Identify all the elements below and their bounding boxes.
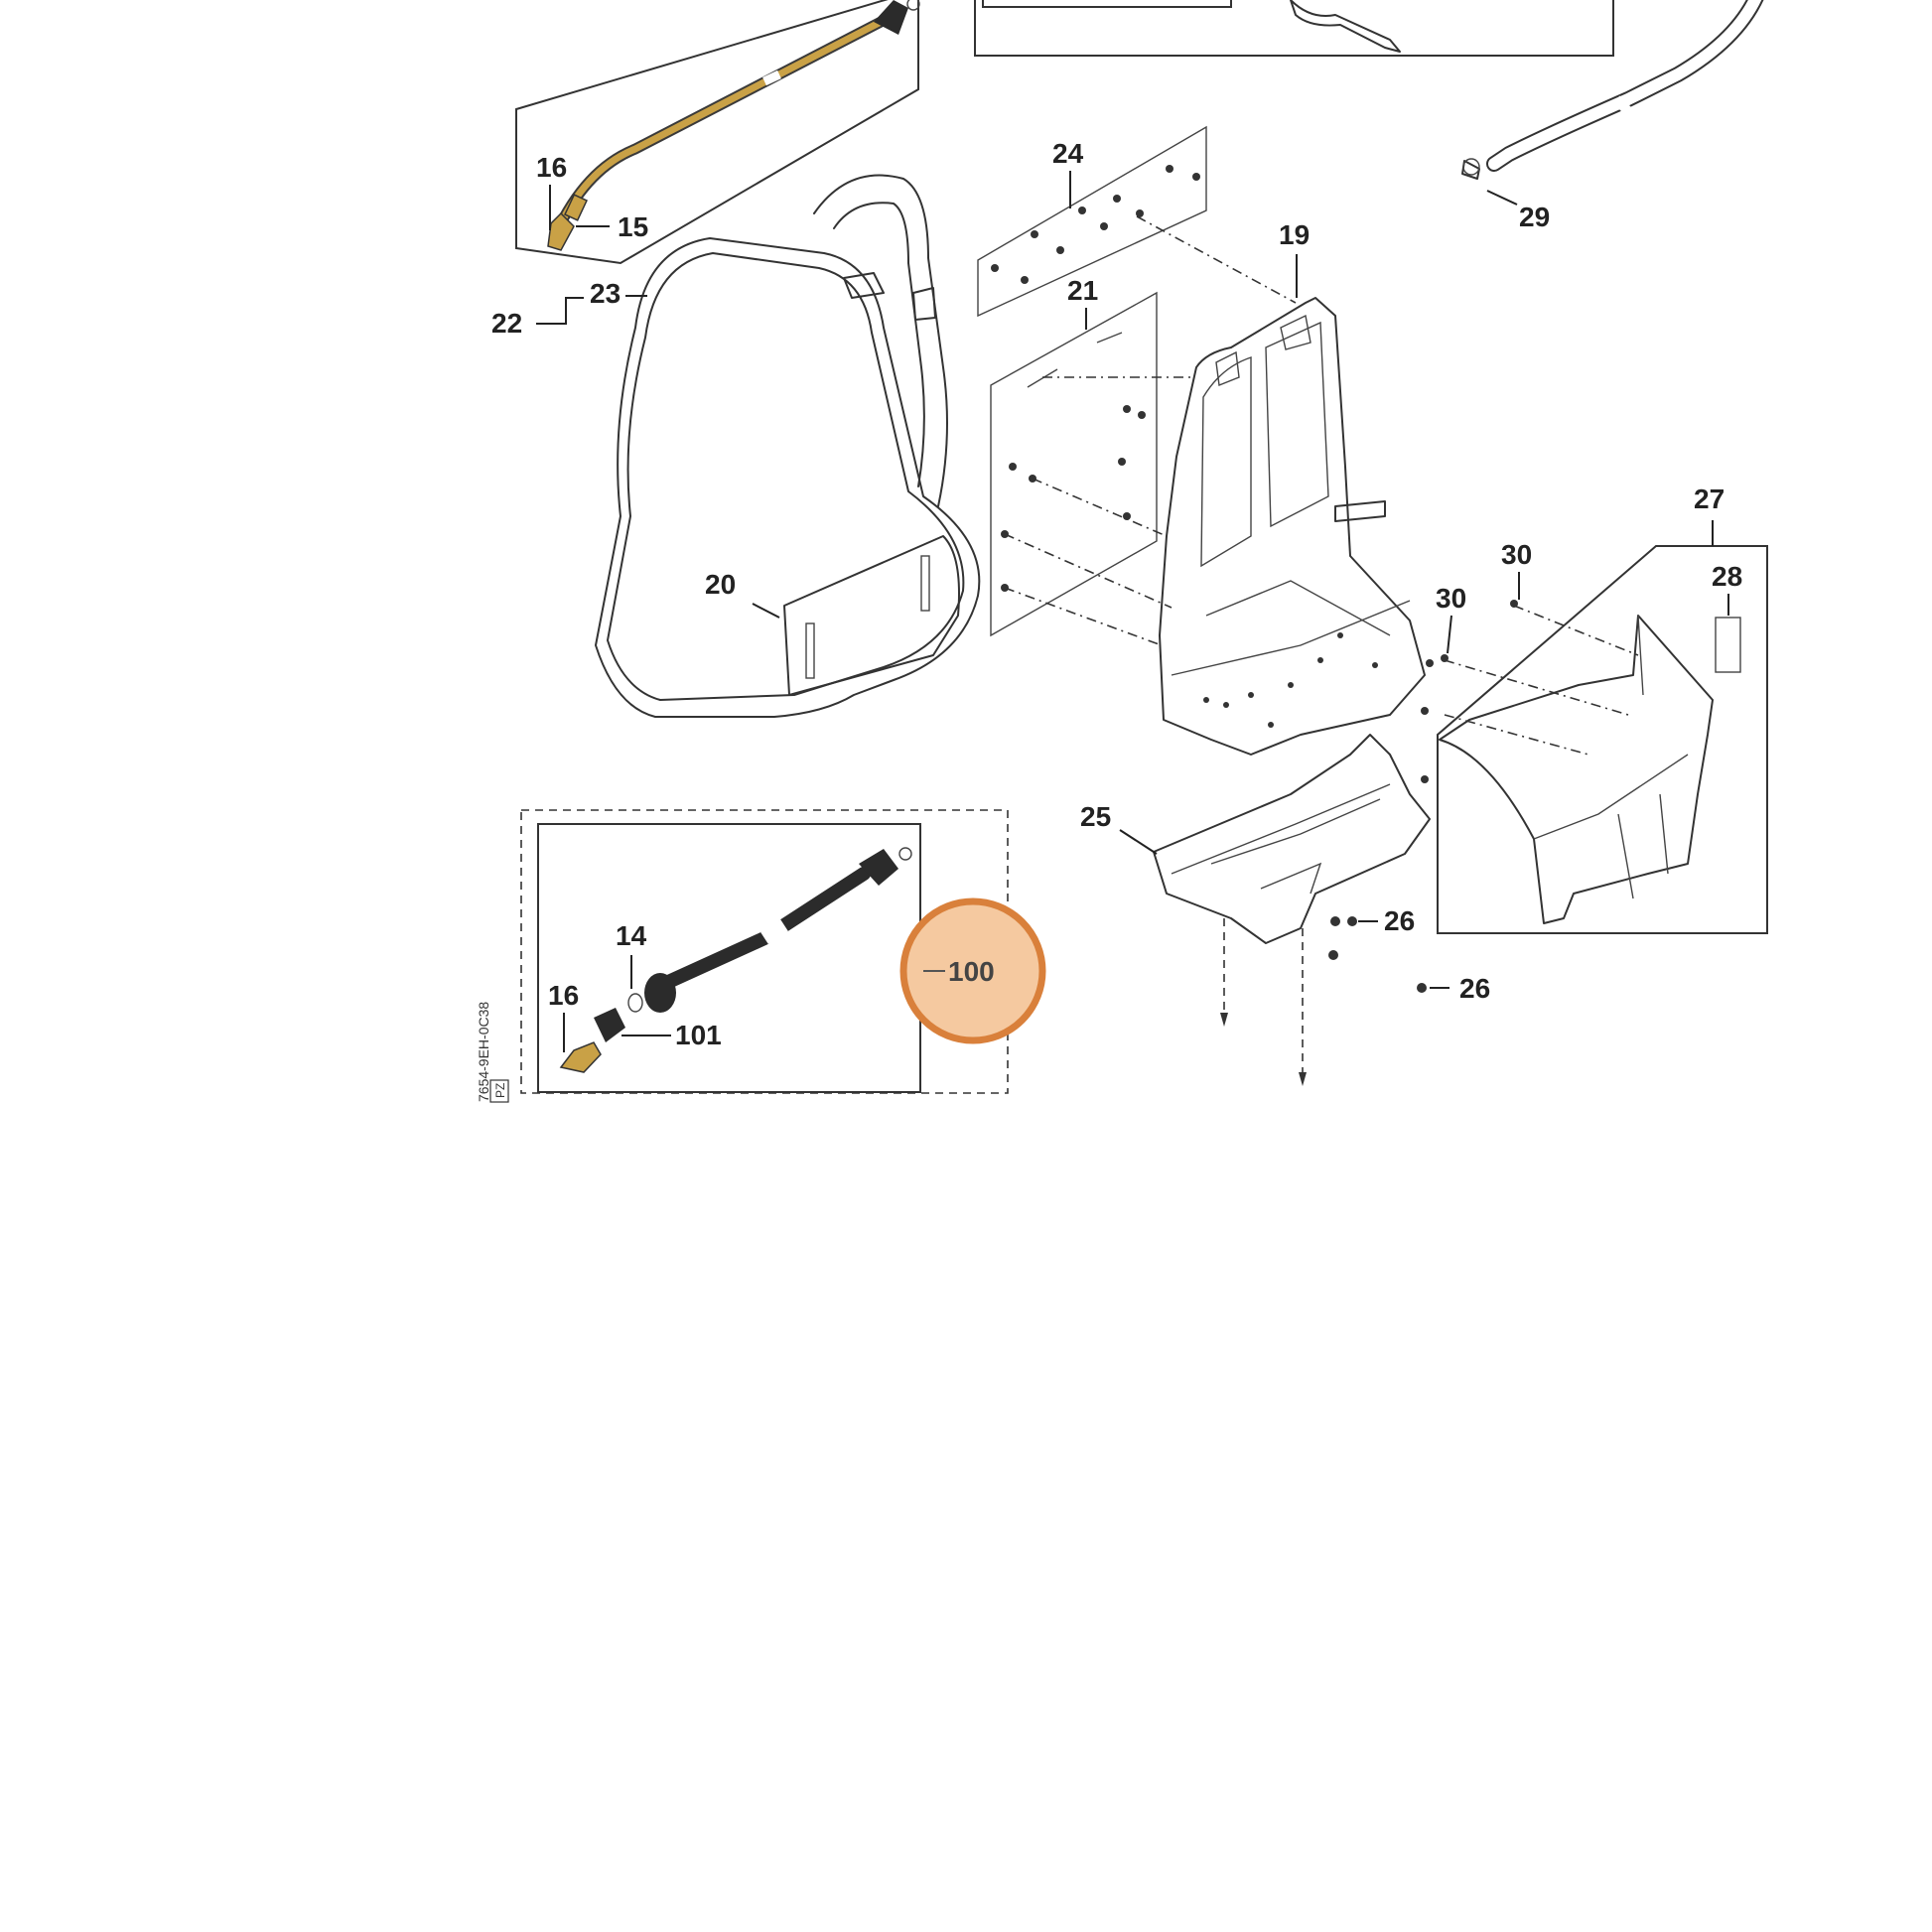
svg-text:24: 24 xyxy=(1052,138,1084,169)
callout-26-a: 26 xyxy=(1328,905,1415,960)
callout-23: 23 xyxy=(590,278,647,309)
svg-text:26: 26 xyxy=(1384,905,1415,936)
callout-28: 28 xyxy=(1712,561,1742,616)
svg-text:23: 23 xyxy=(590,278,621,309)
callout-15: 15 xyxy=(576,211,648,242)
svg-text:25: 25 xyxy=(1080,801,1111,832)
backpack-frame-19 xyxy=(1136,215,1426,756)
callout-16-top: 16 xyxy=(536,152,567,230)
callout-22: 22 xyxy=(491,297,584,339)
callout-26-b: 26 xyxy=(1417,973,1490,1004)
callout-100-highlight[interactable]: 100 xyxy=(899,897,1046,1044)
kit-box-100 xyxy=(520,809,1009,1094)
svg-text:30: 30 xyxy=(1436,583,1466,614)
callout-27: 27 xyxy=(1694,483,1725,546)
svg-text:29: 29 xyxy=(1519,202,1550,232)
base-tray-25 xyxy=(1153,734,1431,1086)
callout-25: 25 xyxy=(1080,801,1158,855)
svg-text:101: 101 xyxy=(675,1020,722,1050)
svg-text:21: 21 xyxy=(1067,275,1098,306)
svg-text:PZ: PZ xyxy=(493,1083,507,1098)
svg-text:22: 22 xyxy=(491,308,522,339)
screw-panel-21 xyxy=(990,291,1191,646)
screw-kit-panel-24 xyxy=(977,125,1207,318)
cover-assembly-box-27 xyxy=(1421,545,1768,934)
lance-assembly-box xyxy=(515,0,920,265)
svg-text:16: 16 xyxy=(548,980,579,1011)
callout-16-bottom: 16 xyxy=(548,980,579,1052)
svg-text:30: 30 xyxy=(1501,539,1532,570)
callout-101: 101 xyxy=(621,1020,722,1050)
callout-19: 19 xyxy=(1279,219,1310,298)
callout-30-a: 30 xyxy=(1501,539,1532,600)
callout-21: 21 xyxy=(1067,275,1098,330)
callout-20: 20 xyxy=(705,569,780,619)
svg-text:14: 14 xyxy=(616,920,647,951)
svg-text:19: 19 xyxy=(1279,219,1310,250)
callout-30-b: 30 xyxy=(1436,583,1466,654)
svg-text:7654-9EH-0C38: 7654-9EH-0C38 xyxy=(476,1002,491,1102)
svg-text:15: 15 xyxy=(618,211,648,242)
svg-text:20: 20 xyxy=(705,569,736,600)
svg-text:27: 27 xyxy=(1694,483,1725,514)
backpack-tank xyxy=(595,174,981,718)
svg-text:26: 26 xyxy=(1459,973,1490,1004)
svg-text:28: 28 xyxy=(1712,561,1742,592)
drawing-code: 7654-9EH-0C38 PZ xyxy=(476,1002,509,1103)
callout-29: 29 xyxy=(1486,190,1550,232)
hose xyxy=(1461,0,1764,180)
svg-text:16: 16 xyxy=(536,152,567,183)
callout-14: 14 xyxy=(616,920,647,989)
callout-24: 24 xyxy=(1052,138,1084,208)
pump-assembly-box xyxy=(974,0,1614,57)
svg-text:100: 100 xyxy=(948,956,995,987)
